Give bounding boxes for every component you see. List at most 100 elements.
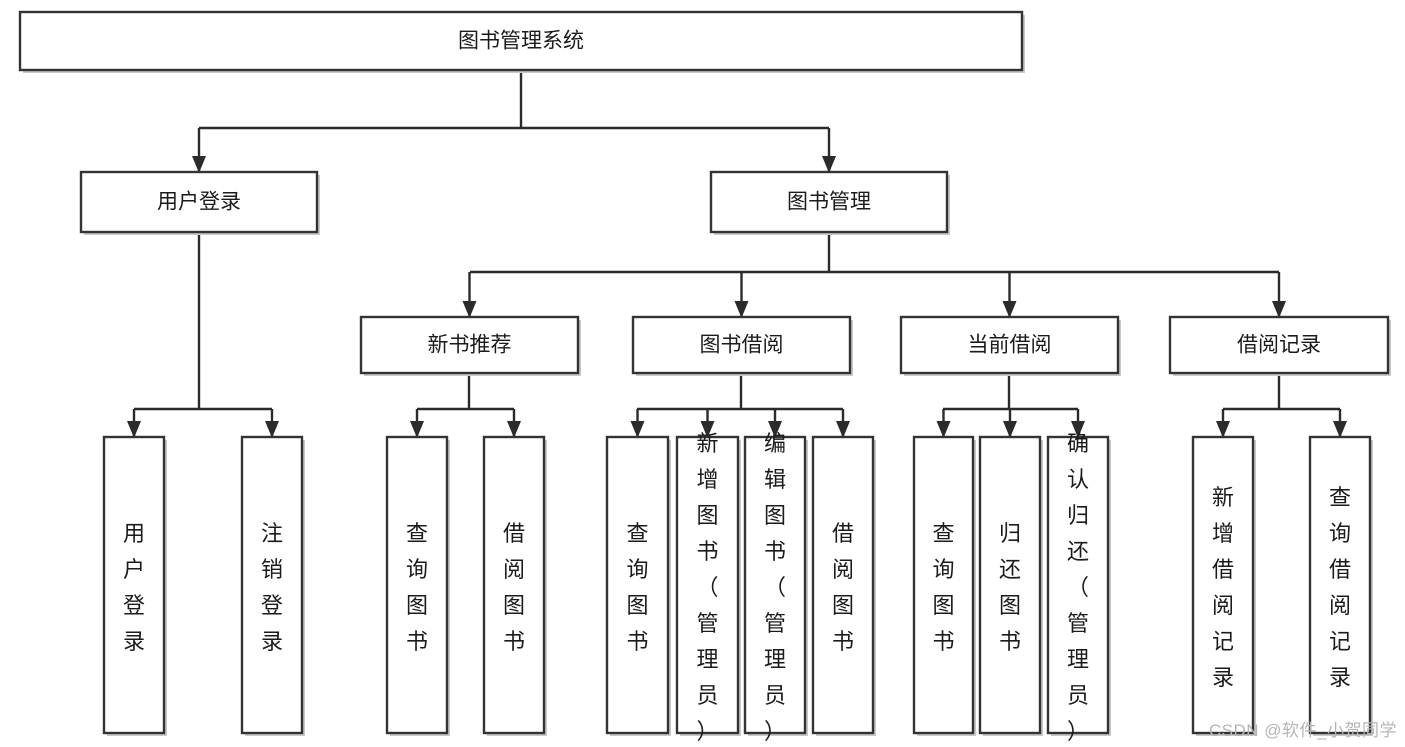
node-leaf-query-book-2[interactable]: 查询图书 [605, 435, 671, 736]
connector-group [637, 373, 843, 411]
connector-drop [700, 409, 715, 438]
node-label: 确认归还（管理员） [1067, 431, 1089, 744]
node-box [811, 435, 875, 735]
node-box [1168, 315, 1390, 375]
node-box [675, 435, 740, 735]
node-label: 图书管理 [787, 191, 871, 214]
node-label: 图书借阅 [700, 334, 784, 357]
arrow-head-icon [734, 301, 749, 318]
node-label: 用户登录 [157, 191, 241, 214]
arrow-head-icon [127, 421, 141, 438]
node-box [18, 10, 1024, 72]
node-leaf-borrow-book-2[interactable]: 借阅图书 [811, 435, 876, 736]
arrow-head-icon [1216, 421, 1230, 438]
node-leaf-add-record[interactable]: 新增借阅记录 [1191, 435, 1256, 736]
connector-drop [507, 409, 521, 438]
arrow-head-icon [507, 421, 521, 438]
node-new-book-rec[interactable]: 新书推荐 [359, 315, 581, 376]
connector-drop [192, 128, 206, 173]
node-label: 借阅记录 [1237, 334, 1321, 357]
arrow-head-icon [192, 156, 206, 173]
connector-group [943, 373, 1078, 411]
connector-drop [768, 409, 782, 438]
node-leaf-borrow-book-1[interactable]: 借阅图书 [482, 435, 547, 736]
node-root[interactable]: 图书管理系统 [18, 10, 1025, 73]
arrow-head-icon [768, 421, 782, 438]
node-box [631, 315, 852, 375]
node-box [605, 435, 670, 735]
connector-drop [630, 409, 645, 438]
arrow-head-icon [1002, 301, 1017, 318]
connector-drop [265, 409, 279, 438]
node-leaf-query-book-3[interactable]: 查询图书 [912, 435, 976, 736]
connector-group [417, 373, 514, 411]
arrow-head-icon [462, 301, 477, 318]
node-label: 当前借阅 [968, 334, 1052, 357]
arrow-head-icon [265, 421, 279, 438]
node-label: 查询图书 [932, 521, 954, 654]
node-label: 查询借阅记录 [1329, 485, 1351, 690]
node-leaf-user-login[interactable]: 用户登录 [102, 435, 167, 736]
connector-drop [1272, 272, 1286, 318]
node-box [743, 435, 807, 735]
nodes-layer: 图书管理系统用户登录图书管理新书推荐图书借阅当前借阅借阅记录用户登录注销登录查询… [18, 10, 1391, 744]
node-label: 编辑图书（管理员） [764, 431, 786, 744]
arrow-head-icon [1003, 421, 1017, 438]
node-book-borrow[interactable]: 图书借阅 [631, 315, 853, 376]
node-label: 归还图书 [999, 521, 1021, 654]
node-user-login[interactable]: 用户登录 [79, 170, 320, 235]
node-box [1046, 435, 1110, 735]
node-box [385, 435, 449, 735]
arrow-head-icon [936, 421, 951, 438]
node-label: 注销登录 [261, 521, 283, 654]
node-box [899, 315, 1120, 375]
connector-group [199, 70, 829, 130]
node-box [482, 435, 546, 735]
connector-drop [127, 409, 141, 438]
connectors-layer [127, 70, 1347, 438]
node-box [102, 435, 166, 735]
node-box [978, 435, 1042, 735]
connector-drop [462, 272, 477, 318]
arrow-head-icon [1071, 421, 1085, 438]
node-leaf-return-book[interactable]: 归还图书 [978, 435, 1043, 736]
node-label: 查询图书 [626, 521, 648, 654]
node-leaf-confirm-return[interactable]: 确认归还（管理员） [1046, 431, 1111, 744]
connector-group [470, 232, 1279, 274]
node-leaf-query-record[interactable]: 查询借阅记录 [1308, 435, 1373, 736]
connector-drop [734, 272, 749, 318]
node-borrow-record[interactable]: 借阅记录 [1168, 315, 1391, 376]
node-book-manage[interactable]: 图书管理 [709, 170, 950, 235]
node-label: 新增图书（管理员） [696, 431, 718, 744]
arrow-head-icon [822, 156, 836, 173]
arrow-head-icon [1333, 421, 1347, 438]
arrow-head-icon [1272, 301, 1286, 318]
node-leaf-edit-book[interactable]: 编辑图书（管理员） [743, 431, 808, 744]
node-box [1308, 435, 1372, 735]
node-label: 查询图书 [406, 521, 428, 654]
node-leaf-logout[interactable]: 注销登录 [240, 435, 305, 736]
connector-drop [1216, 409, 1230, 438]
arrow-head-icon [630, 421, 645, 438]
node-box [240, 435, 304, 735]
connector-drop [410, 409, 424, 438]
arrow-head-icon [410, 421, 424, 438]
connector-drop [936, 409, 951, 438]
connector-group [1223, 373, 1340, 411]
node-current-borrow[interactable]: 当前借阅 [899, 315, 1121, 376]
connector-drop [1071, 409, 1085, 438]
connector-drop [1002, 272, 1017, 318]
connector-drop [1003, 409, 1017, 438]
connector-drop [836, 409, 850, 438]
node-label: 借阅图书 [832, 521, 854, 654]
node-box [79, 170, 319, 234]
node-leaf-query-book-1[interactable]: 查询图书 [385, 435, 450, 736]
arrow-head-icon [700, 421, 715, 438]
node-leaf-add-book[interactable]: 新增图书（管理员） [675, 431, 741, 744]
node-box [359, 315, 580, 375]
node-label: 新书推荐 [428, 334, 512, 357]
connector-drop [1333, 409, 1347, 438]
node-box [1191, 435, 1255, 735]
